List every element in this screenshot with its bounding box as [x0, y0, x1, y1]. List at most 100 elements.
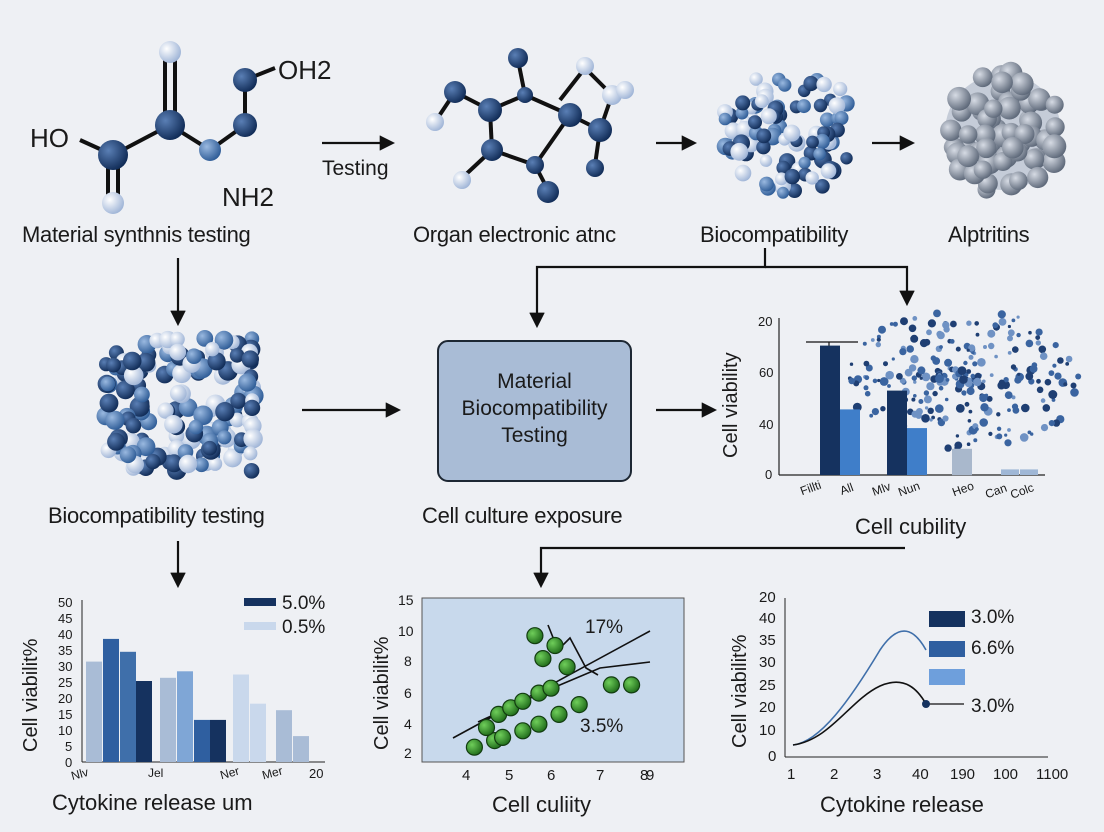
dispersed-particle [972, 361, 978, 367]
sphere-atom [984, 99, 1003, 118]
testing-arrow-label: Testing [322, 157, 389, 180]
dispersed-particle [921, 414, 930, 423]
dispersed-particle [1065, 355, 1073, 363]
dispersed-particle [927, 319, 937, 328]
sphere-atom [1028, 88, 1051, 111]
dispersed-particle [974, 321, 979, 326]
chart3-point [465, 738, 483, 756]
dispersed-particle [876, 337, 881, 342]
dispersed-particle [982, 379, 986, 384]
cube-atom [178, 454, 198, 474]
dispersed-particle [1004, 439, 1012, 447]
dispersed-particle [944, 397, 949, 402]
cube-atom [169, 331, 185, 347]
sphere-atom [976, 137, 997, 159]
dispersed-particle [1007, 351, 1012, 355]
chart2-xlabel: Cytokine release um [52, 790, 253, 815]
chart2-bar [210, 719, 226, 762]
sphere-atom [1027, 166, 1049, 189]
cube-atom [205, 342, 220, 357]
cube-atom [106, 357, 121, 373]
dispersed-particle [1065, 362, 1070, 366]
cube-atom [119, 446, 137, 464]
chart1-bar [840, 409, 860, 475]
dispersed-particle [892, 321, 898, 327]
dispersed-particle [968, 409, 973, 414]
dispersed-particle [896, 373, 903, 380]
sphere-atom [1009, 171, 1028, 191]
oh2-group-label: OH2 [278, 55, 332, 85]
cube-atom [169, 384, 187, 402]
dispersed-particle [1007, 335, 1013, 342]
sphere-atom [1045, 95, 1064, 114]
cluster-atom [805, 171, 819, 185]
chart1-bar [887, 390, 907, 475]
dispersed-particle [1011, 318, 1016, 323]
dispersed-particle [864, 390, 871, 397]
chart4-ytick-30: 30 [759, 654, 776, 671]
chart1-bar [952, 448, 972, 476]
dispersed-particle [1052, 363, 1057, 368]
chart1-ytick-0: 0 [765, 467, 773, 482]
dispersed-particle [926, 382, 935, 391]
dispersed-particle [1048, 370, 1055, 376]
cluster-atom [820, 163, 837, 179]
chart1-bar [907, 428, 927, 475]
chart3-ytick-6: 6 [404, 685, 412, 701]
chart2-ytick: 35 [58, 643, 73, 658]
chart2-bar [276, 710, 292, 762]
nanoparticle-cluster-1 [716, 72, 855, 199]
cluster-atom [735, 95, 751, 111]
chart4-ylabel: Cell viabilit% [729, 634, 751, 748]
chart3-point [514, 692, 532, 710]
chart3-ytick-8: 8 [404, 653, 412, 669]
dispersed-particle [996, 412, 1001, 417]
dispersed-particle [919, 376, 923, 380]
biocompatibility-testing-caption: Biocompatibility testing [48, 503, 265, 528]
sphere-atom [1042, 134, 1067, 159]
chart3-ytick-10: 10 [398, 623, 414, 639]
chart4-xtick-1100: 1100 [1036, 766, 1069, 783]
chart4-xtick-3: 3 [873, 766, 882, 783]
chart3-point [602, 676, 621, 694]
cluster-atom [840, 152, 853, 165]
dispersed-particle [1035, 340, 1042, 346]
dispersed-particle [932, 357, 941, 365]
chart1-ytick-40: 40 [759, 417, 774, 432]
chart3-xtick-7: 7 [596, 767, 605, 784]
center-process-box [437, 340, 632, 482]
chart3-point [542, 679, 560, 697]
dispersed-particle [942, 321, 950, 329]
chart2-ytick: 0 [65, 755, 73, 770]
dispersed-particle [1004, 433, 1008, 437]
chart4-legend-3: 3.0% [971, 696, 1015, 717]
dispersed-particle [899, 348, 907, 356]
cube-atom [105, 410, 125, 430]
cube-atom [194, 457, 209, 473]
cluster-atom [834, 111, 849, 125]
chart3-ytick-4: 4 [404, 716, 412, 732]
dispersed-particle [1025, 339, 1034, 348]
dispersed-particle [879, 377, 889, 386]
chart1-ytick-20: 20 [758, 314, 773, 329]
cluster-atom [775, 172, 788, 186]
dispersed-particle [887, 384, 891, 388]
dispersed-particle [935, 374, 944, 383]
dispersed-particle [955, 346, 961, 352]
dispersed-particle [986, 395, 993, 402]
dispersed-particle [1007, 324, 1012, 329]
sphere-atom [973, 160, 993, 179]
sphere-atom [997, 96, 1021, 120]
dispersed-particle [998, 318, 1007, 326]
dispersed-particle [1007, 408, 1011, 412]
dispersed-particle [1035, 328, 1043, 336]
chart2-legend-2: 0.5% [282, 617, 326, 638]
dispersed-particle [937, 331, 945, 340]
dispersed-particle [908, 324, 917, 333]
cube-atom [165, 454, 183, 473]
dispersed-particle [971, 350, 975, 355]
chart3-point [514, 722, 532, 740]
dispersed-particle [1048, 420, 1055, 427]
dispersed-particle [1040, 398, 1046, 403]
dispersed-particle [1036, 378, 1041, 384]
